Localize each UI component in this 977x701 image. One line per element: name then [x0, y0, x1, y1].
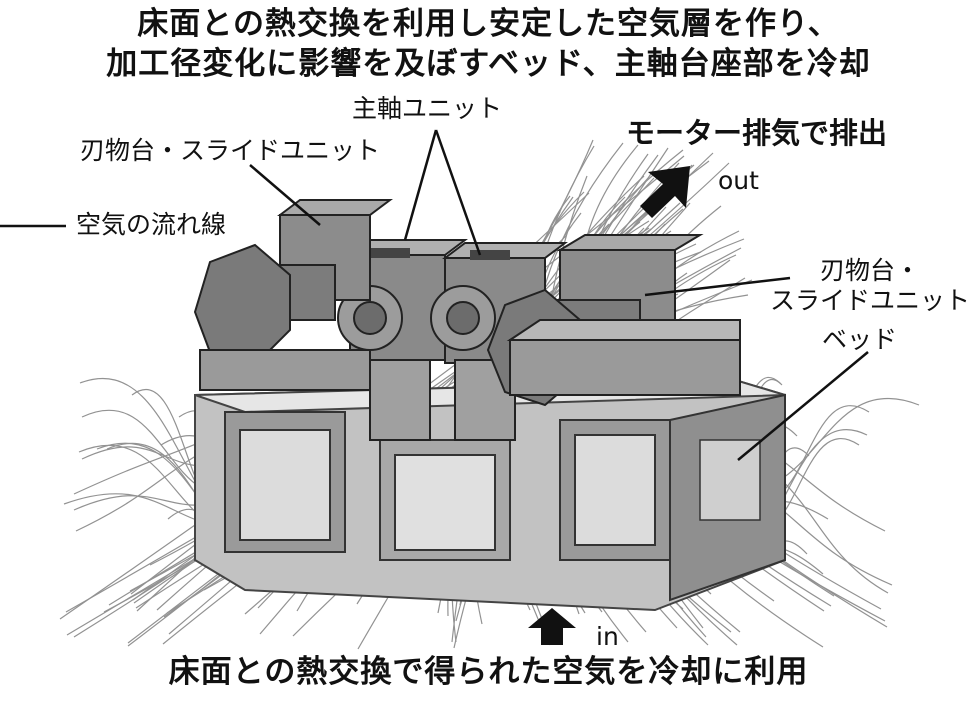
title-line-2: 加工径変化に影響を及ぼすベッド、主軸台座部を冷却: [106, 46, 871, 82]
label-out: out: [718, 166, 759, 195]
label-motor-exhaust: モーター排気で排出: [626, 116, 888, 150]
label-tool-slide-right-2: スライドユニット: [769, 286, 970, 315]
title-line-1: 床面との熱交換を利用し安定した空気層を作り、: [137, 6, 840, 42]
label-spindle-unit: 主軸ユニット: [352, 94, 503, 123]
label-bed: ベッド: [822, 325, 898, 354]
bottom-caption: 床面との熱交換で得られた空気を冷却に利用: [168, 654, 809, 690]
arrow-up-icon: [528, 608, 576, 645]
spindle-units: [337, 239, 568, 441]
tool-slide-unit-right: [486, 234, 741, 407]
label-air-flow-lines: 空気の流れ線: [76, 210, 227, 239]
label-tool-slide-left: 刃物台・スライドユニット: [80, 136, 381, 165]
bed: [194, 378, 786, 612]
tool-slide-unit-left: [193, 199, 393, 391]
arrow-up-right-icon: [640, 166, 690, 218]
label-tool-slide-right-1: 刃物台・: [819, 256, 920, 285]
label-in: in: [596, 622, 619, 651]
leader-lines: [0, 129, 869, 461]
